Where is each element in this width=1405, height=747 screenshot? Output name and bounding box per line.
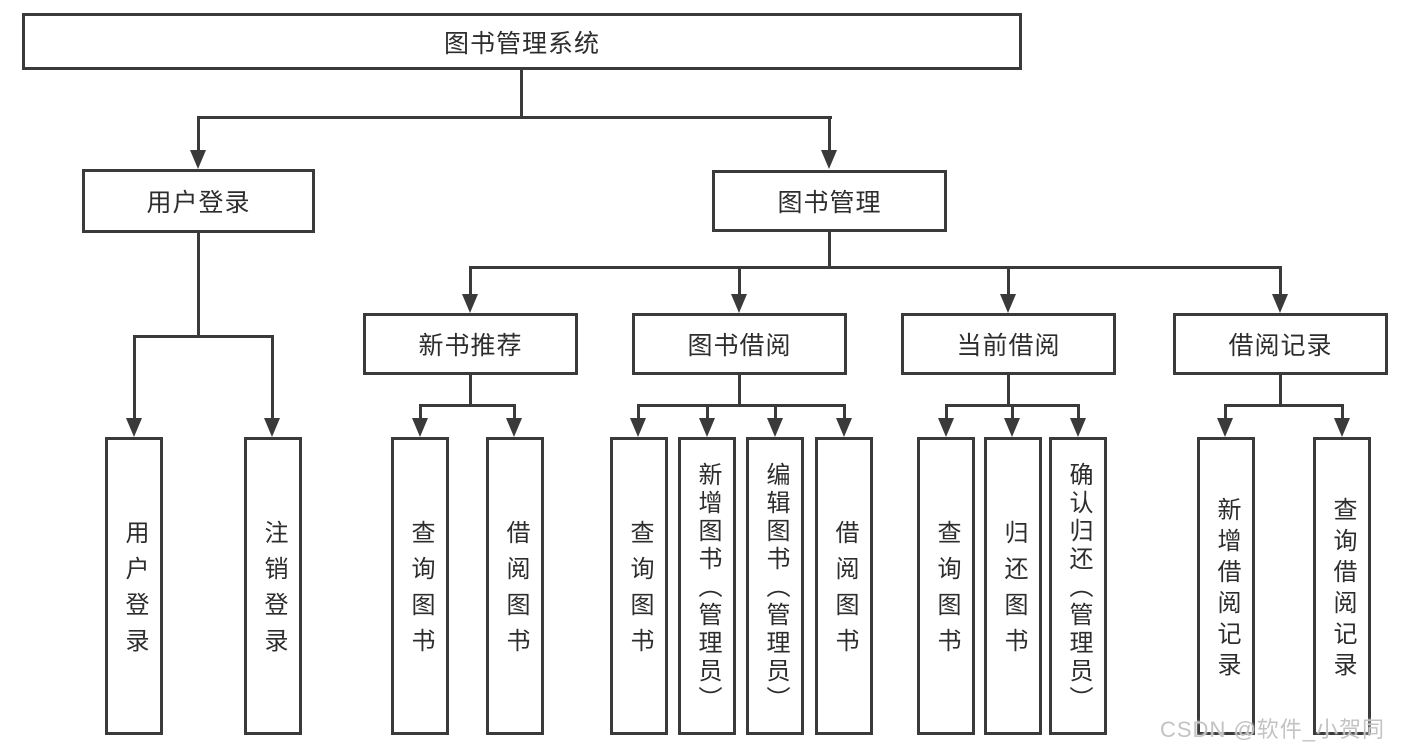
node-label: 新书推荐 bbox=[418, 332, 523, 360]
leaf-edit-book-admin: 编辑图书（管理员） bbox=[746, 437, 804, 735]
leaf-confirm-return-admin: 确认归还（管理员） bbox=[1049, 437, 1107, 735]
node-label: 查询借阅记录 bbox=[1329, 496, 1356, 683]
node-label: 当前借阅 bbox=[956, 332, 1061, 360]
connector-line bbox=[469, 266, 472, 296]
node-label: 借阅图书 bbox=[502, 520, 529, 664]
connector-line bbox=[1077, 404, 1080, 420]
connector-line bbox=[1011, 404, 1014, 420]
connector-line bbox=[419, 404, 516, 407]
arrow-down-icon bbox=[190, 150, 206, 169]
leaf-query-books-recommend: 查询图书 bbox=[391, 437, 449, 735]
arrow-down-icon bbox=[699, 418, 715, 437]
connector-line bbox=[637, 404, 846, 407]
node-label: 图书管理系统 bbox=[443, 29, 600, 58]
node-label: 图书管理 bbox=[777, 189, 882, 217]
connector-line bbox=[133, 335, 136, 420]
node-label: 用户登录 bbox=[121, 520, 148, 664]
connector-line bbox=[828, 116, 831, 151]
connector-line bbox=[469, 375, 472, 407]
arrow-down-icon bbox=[821, 150, 837, 169]
node-label: 查询图书 bbox=[626, 520, 653, 664]
node-new-book-recommendation: 新书推荐 bbox=[363, 313, 578, 375]
connector-line bbox=[738, 375, 741, 407]
connector-line bbox=[1224, 404, 1227, 420]
connector-line bbox=[774, 404, 777, 420]
connector-line bbox=[706, 404, 709, 420]
connector-line bbox=[520, 70, 523, 118]
connector-line bbox=[1341, 404, 1344, 420]
node-label: 借阅图书 bbox=[831, 520, 858, 664]
arrow-down-icon bbox=[462, 294, 478, 313]
connector-line bbox=[197, 116, 832, 119]
connector-line bbox=[738, 266, 741, 296]
arrow-down-icon bbox=[767, 418, 783, 437]
node-label: 归还图书 bbox=[1000, 520, 1027, 664]
leaf-borrow-books-borrowing: 借阅图书 bbox=[815, 437, 873, 735]
connector-line bbox=[1279, 266, 1282, 296]
arrow-down-icon bbox=[1334, 418, 1350, 437]
node-label: 用户登录 bbox=[146, 189, 251, 217]
watermark: CSDN @软件_小贺同学 bbox=[1160, 717, 1386, 742]
leaf-query-books-borrowing: 查询图书 bbox=[610, 437, 668, 735]
node-library-management-system: 图书管理系统 bbox=[22, 13, 1022, 70]
arrow-down-icon bbox=[412, 418, 428, 437]
leaf-borrow-books-recommend: 借阅图书 bbox=[486, 437, 544, 735]
connector-line bbox=[637, 404, 640, 420]
node-label: 图书借阅 bbox=[687, 332, 792, 360]
connector-line bbox=[1224, 404, 1344, 407]
connector-line bbox=[1007, 375, 1010, 407]
arrow-down-icon bbox=[731, 294, 747, 313]
leaf-query-borrow-record: 查询借阅记录 bbox=[1313, 437, 1371, 735]
leaf-user-login: 用户登录 bbox=[105, 437, 163, 735]
leaf-logout: 注销登录 bbox=[244, 437, 302, 735]
node-user-login: 用户登录 bbox=[82, 169, 315, 233]
leaf-return-books: 归还图书 bbox=[984, 437, 1042, 735]
connector-line bbox=[197, 233, 200, 337]
connector-line bbox=[513, 404, 516, 420]
node-label: 查询图书 bbox=[407, 520, 434, 664]
connector-line bbox=[1279, 375, 1282, 407]
arrow-down-icon bbox=[506, 418, 522, 437]
node-label: 注销登录 bbox=[260, 520, 287, 664]
node-label: 编辑图书（管理员） bbox=[762, 462, 789, 714]
connector-line bbox=[843, 404, 846, 420]
arrow-down-icon bbox=[1070, 418, 1086, 437]
connector-line bbox=[1007, 266, 1010, 296]
connector-line bbox=[469, 266, 1282, 269]
connector-line bbox=[419, 404, 422, 420]
leaf-query-books-current: 查询图书 bbox=[917, 437, 975, 735]
node-current-borrowing: 当前借阅 bbox=[901, 313, 1116, 375]
node-book-borrowing: 图书借阅 bbox=[632, 313, 847, 375]
node-label: 新增借阅记录 bbox=[1213, 496, 1240, 683]
node-label: 借阅记录 bbox=[1228, 332, 1333, 360]
leaf-add-borrow-record: 新增借阅记录 bbox=[1197, 437, 1255, 735]
connector-line bbox=[945, 404, 948, 420]
arrow-down-icon bbox=[1217, 418, 1233, 437]
arrow-down-icon bbox=[1004, 418, 1020, 437]
arrow-down-icon bbox=[264, 418, 280, 437]
node-label: 确认归还（管理员） bbox=[1065, 462, 1092, 714]
node-label: 查询图书 bbox=[933, 520, 960, 664]
node-label: 新增图书（管理员） bbox=[694, 462, 721, 714]
node-book-management: 图书管理 bbox=[712, 170, 947, 232]
arrow-down-icon bbox=[1000, 294, 1016, 313]
connector-line bbox=[133, 335, 273, 338]
arrow-down-icon bbox=[1272, 294, 1288, 313]
connector-line bbox=[197, 116, 200, 151]
leaf-add-book-admin: 新增图书（管理员） bbox=[678, 437, 736, 735]
node-borrowing-records: 借阅记录 bbox=[1173, 313, 1388, 375]
arrow-down-icon bbox=[938, 418, 954, 437]
arrow-down-icon bbox=[126, 418, 142, 437]
arrow-down-icon bbox=[630, 418, 646, 437]
connector-line bbox=[271, 335, 274, 420]
arrow-down-icon bbox=[836, 418, 852, 437]
connector-line bbox=[828, 232, 831, 269]
